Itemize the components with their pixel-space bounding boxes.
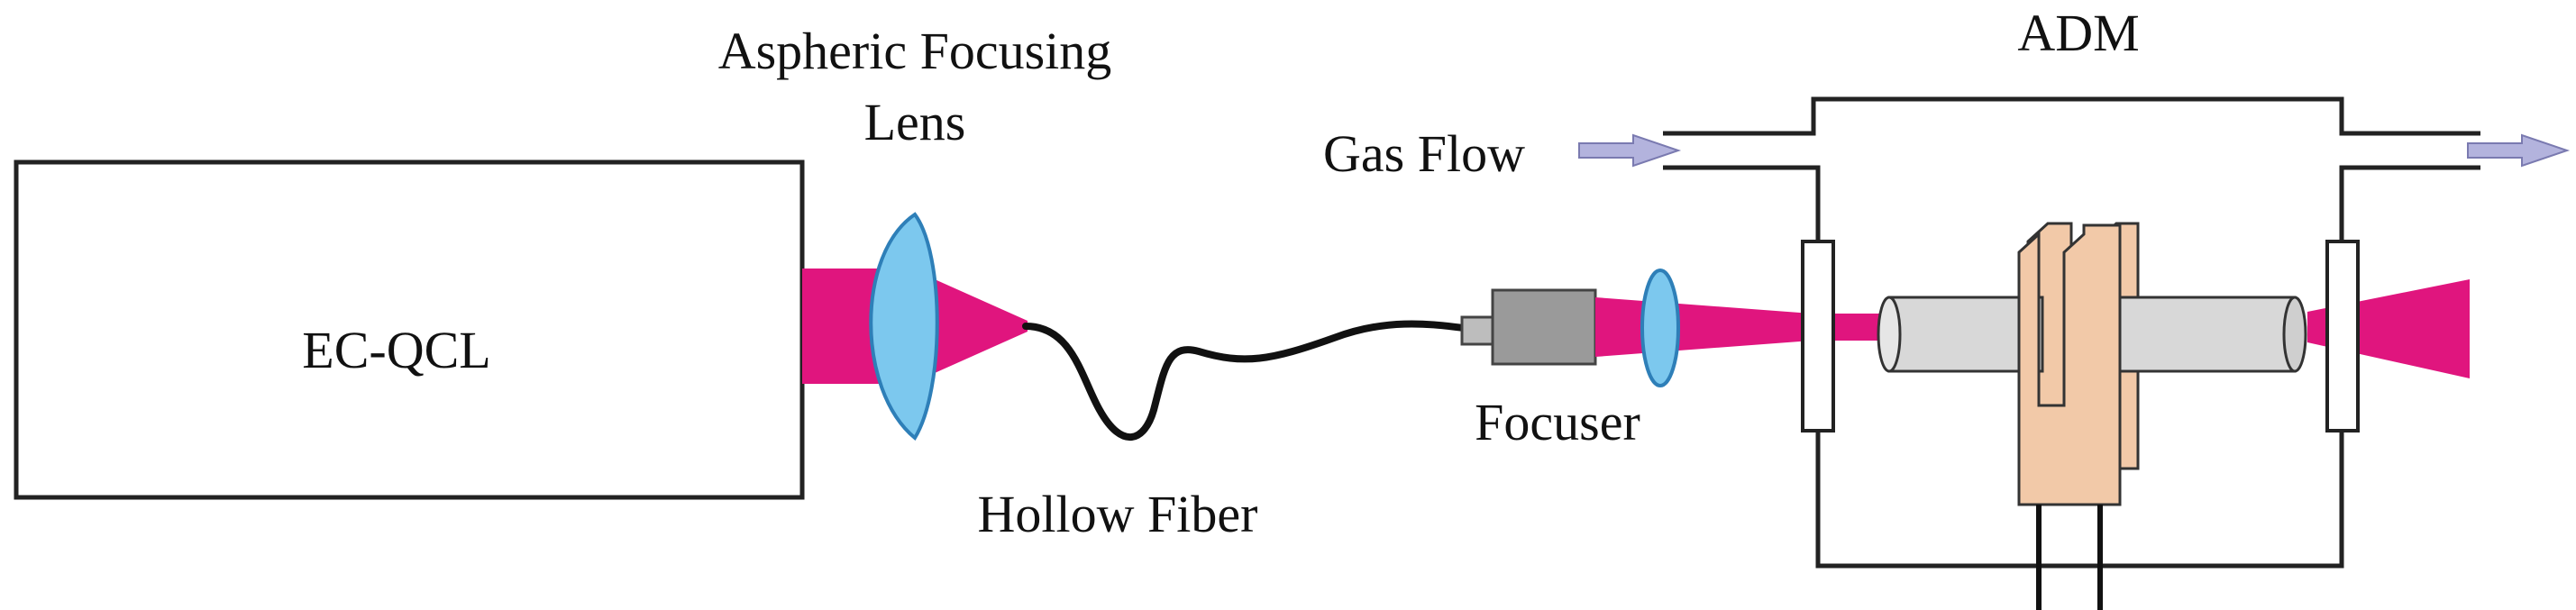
ec-qcl-label: EC-QCL — [302, 321, 490, 379]
aspheric-lens-label-line1: Aspheric Focusing — [718, 22, 1112, 80]
focuser-connector — [1460, 315, 1494, 346]
gas-inlet-arrow — [1578, 133, 1682, 168]
focuser-beam — [1595, 297, 1812, 357]
resonator-tube-right-end — [2282, 296, 2307, 373]
focuser-label: Focuser — [1475, 393, 1640, 451]
focused-beam-cone — [910, 269, 1028, 384]
adm-chamber-upper — [1663, 96, 2480, 136]
focuser-lens — [1640, 269, 1680, 387]
hollow-fiber — [1022, 320, 1495, 442]
gas-flow-label: Gas Flow — [1323, 124, 1525, 183]
hollow-fiber-label: Hollow Fiber — [978, 485, 1258, 543]
adm-chamber-lower — [1815, 431, 2344, 569]
resonator-tube-left-end — [1877, 296, 1902, 373]
focuser-body — [1491, 288, 1597, 366]
aspheric-lens — [869, 212, 939, 442]
laser-beam-output — [802, 269, 882, 384]
entrance-window — [1801, 240, 1835, 432]
gas-outlet-arrow — [2467, 133, 2571, 168]
adm-chamber-outlet — [2339, 165, 2480, 243]
resonator-tube-left — [1887, 296, 2044, 373]
ec-qcl-box — [14, 159, 805, 500]
aspheric-lens-label-line2: Lens — [864, 93, 966, 151]
tuning-fork-front — [2017, 223, 2122, 506]
adm-chamber-inlet — [1663, 165, 1821, 243]
adm-label: ADM — [2017, 4, 2139, 62]
exit-window — [2325, 240, 2360, 432]
resonator-tube-right — [2113, 296, 2297, 373]
